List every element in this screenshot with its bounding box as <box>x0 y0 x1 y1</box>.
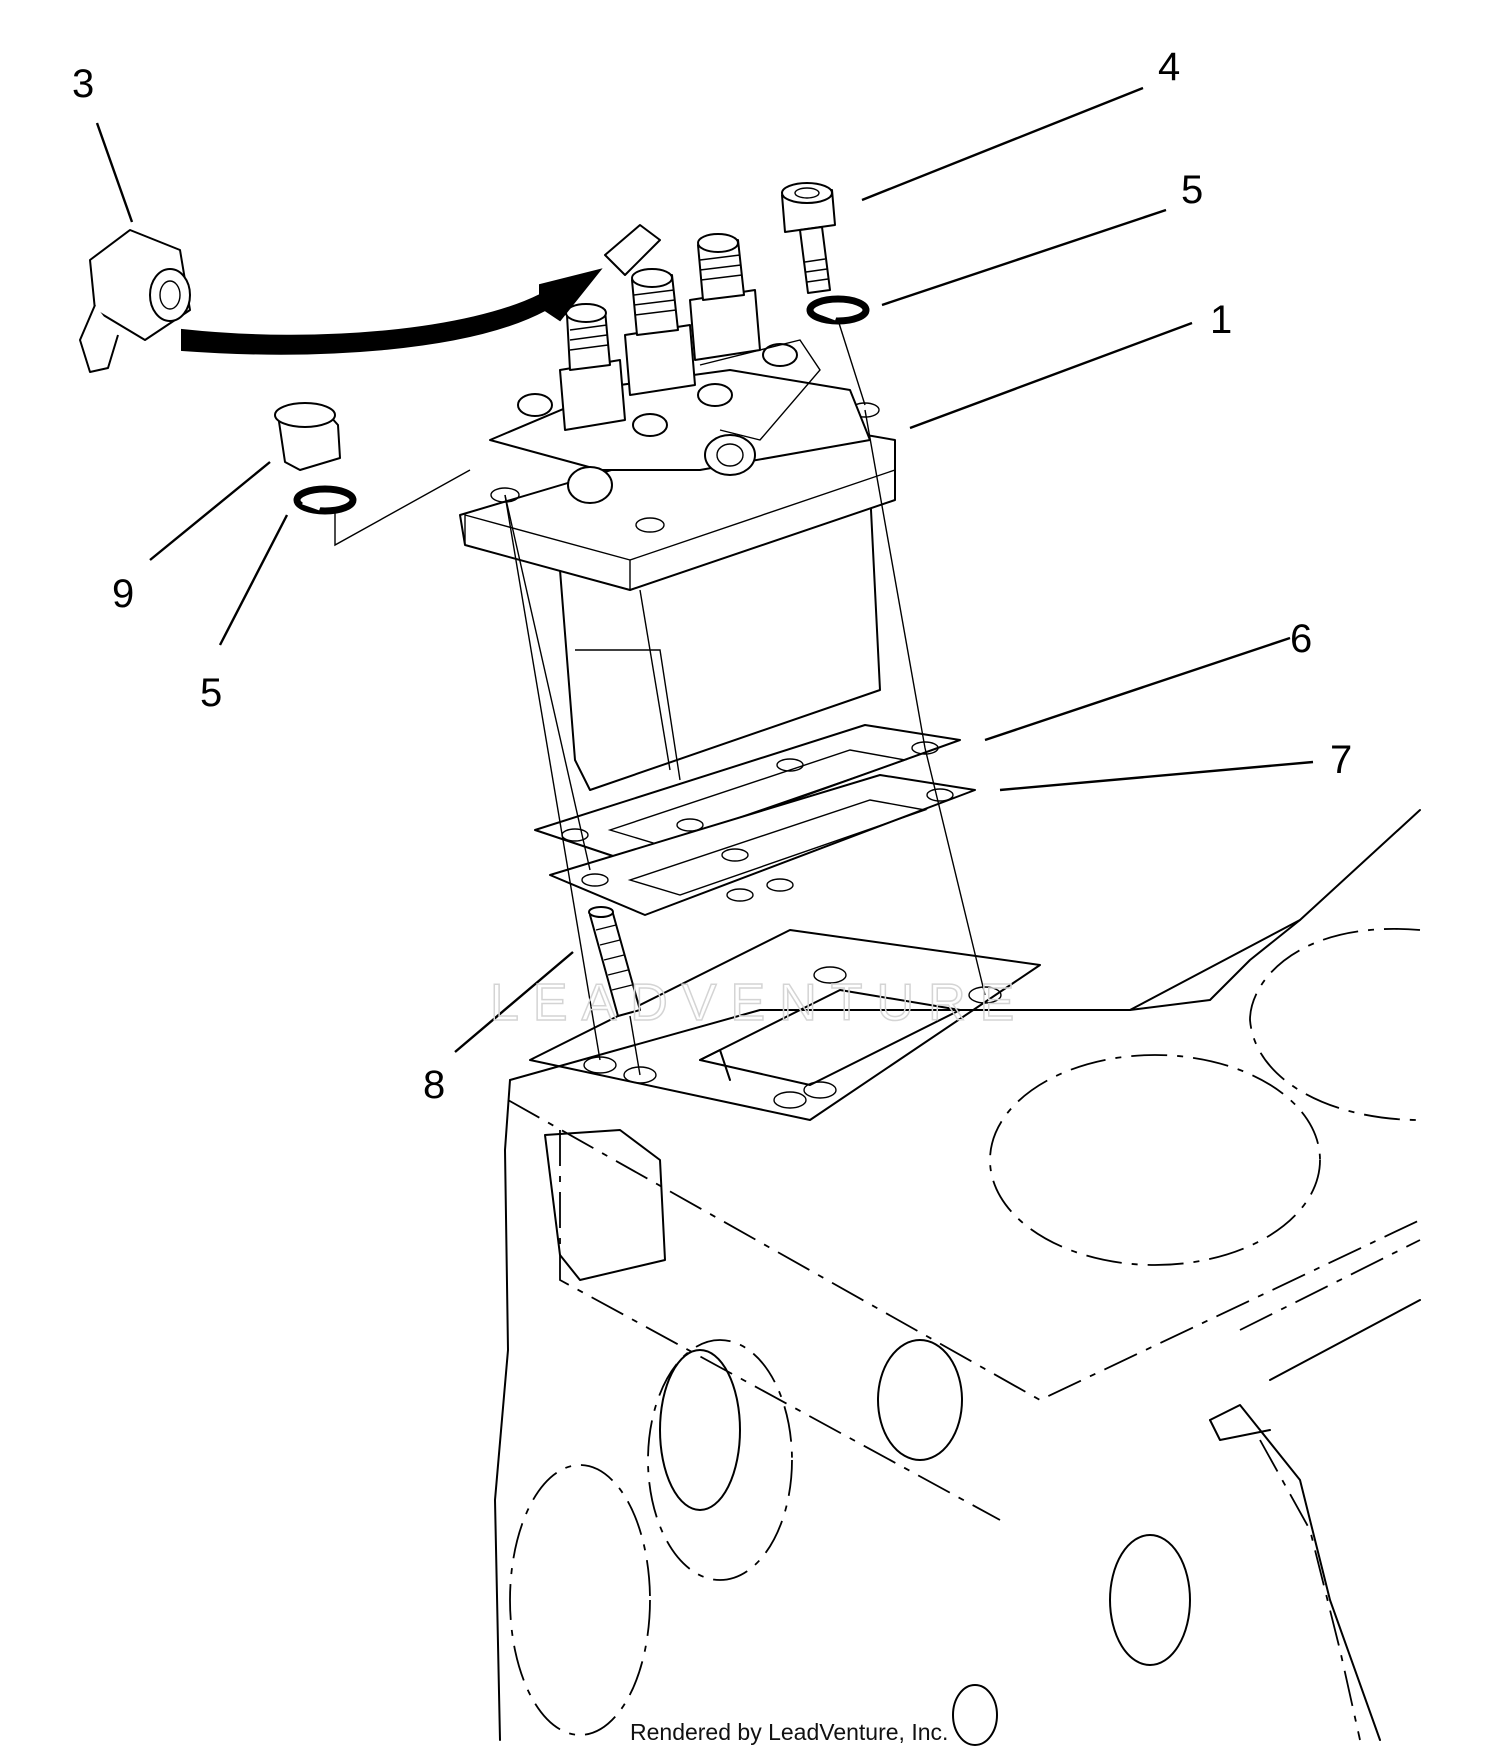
washer-5-lower <box>293 485 357 515</box>
callout-8: 8 <box>423 1063 445 1107</box>
callout-7: 7 <box>1330 738 1352 782</box>
engine-block <box>494 809 1421 1746</box>
gasket-6 <box>534 724 961 861</box>
callout-6: 6 <box>1290 617 1312 661</box>
leader-lines <box>95 86 1314 1053</box>
gasket-7 <box>549 774 976 916</box>
injection-pump <box>459 224 896 791</box>
watermark-text: LEADVENTURE <box>490 974 1028 1032</box>
callout-5-lower: 5 <box>200 671 222 715</box>
callout-9: 9 <box>112 572 134 616</box>
delivery-valve <box>624 268 696 396</box>
callout-4: 4 <box>1158 45 1180 89</box>
stud-8 <box>588 906 641 1017</box>
washer-5 <box>806 295 870 325</box>
delivery-valve <box>559 303 626 431</box>
callout-1: 1 <box>1210 298 1232 342</box>
cylinder-bore <box>989 1054 1321 1266</box>
assembly-arrow <box>181 268 603 355</box>
callout-5: 5 <box>1181 168 1203 212</box>
alignment-lines <box>334 319 986 1076</box>
cap-nut-9 <box>274 402 341 471</box>
fuel-fitting-3 <box>79 229 191 373</box>
bolt-4 <box>781 182 836 294</box>
render-credit: Rendered by LeadVenture, Inc. <box>630 1719 948 1745</box>
delivery-valve <box>689 233 761 361</box>
callout-3: 3 <box>72 62 94 106</box>
